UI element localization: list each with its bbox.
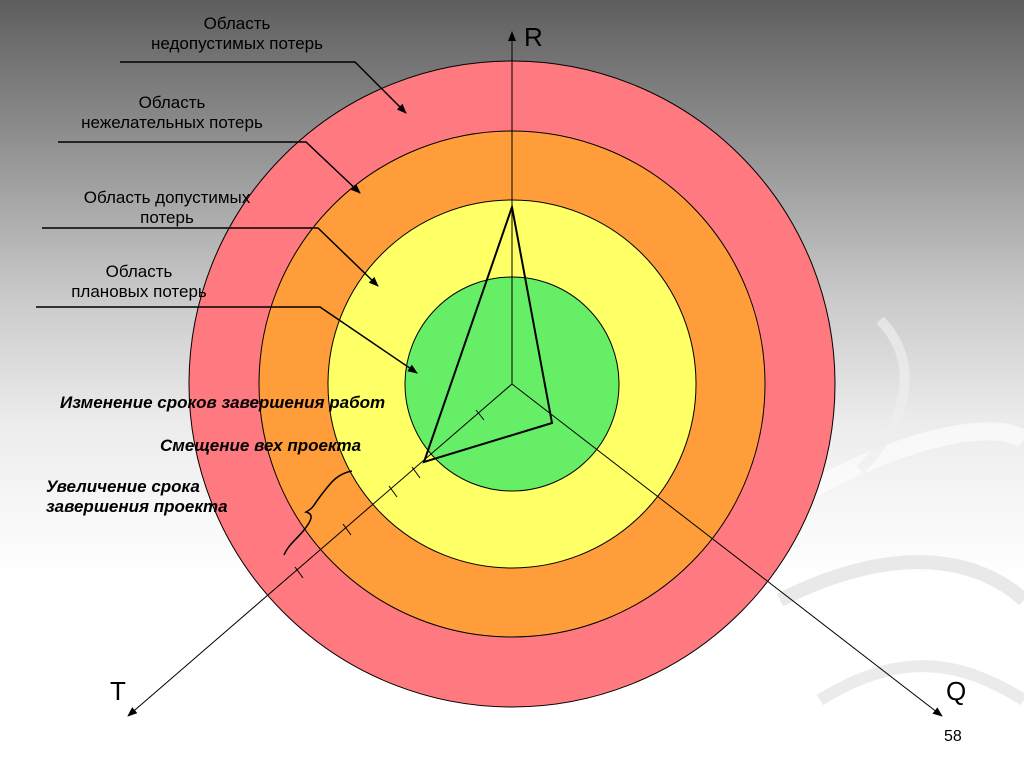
extension-brace (283, 470, 353, 556)
label-milestone-shift: Смещение вех проекта (160, 436, 362, 455)
axis-label-q: Q (946, 676, 967, 706)
t-axis-ticks (294, 409, 485, 579)
axis-label-t: T (110, 676, 126, 706)
label-deadline-change: Изменение сроков завершения работ (60, 393, 386, 412)
slide-number: 58 (944, 728, 962, 745)
leader-undesirable (58, 141, 361, 194)
leader-unacceptable (120, 61, 407, 114)
label-acceptable-zone: Область допустимых потерь (83, 188, 251, 227)
axis-label-r: R (524, 22, 543, 52)
risk-profile-triangle (422, 203, 554, 464)
label-undesirable-zone: Область нежелательных потерь (81, 93, 263, 132)
axis-q-line (511, 383, 943, 717)
leader-planned (36, 306, 418, 374)
label-unacceptable-zone: Область недопустимых потерь (151, 14, 323, 53)
label-planned-zone: Область плановых потерь (71, 262, 207, 301)
leader-acceptable (42, 227, 379, 287)
label-project-extension: Увеличение срока завершения проекта (46, 477, 228, 516)
axis-t-line (127, 383, 513, 717)
